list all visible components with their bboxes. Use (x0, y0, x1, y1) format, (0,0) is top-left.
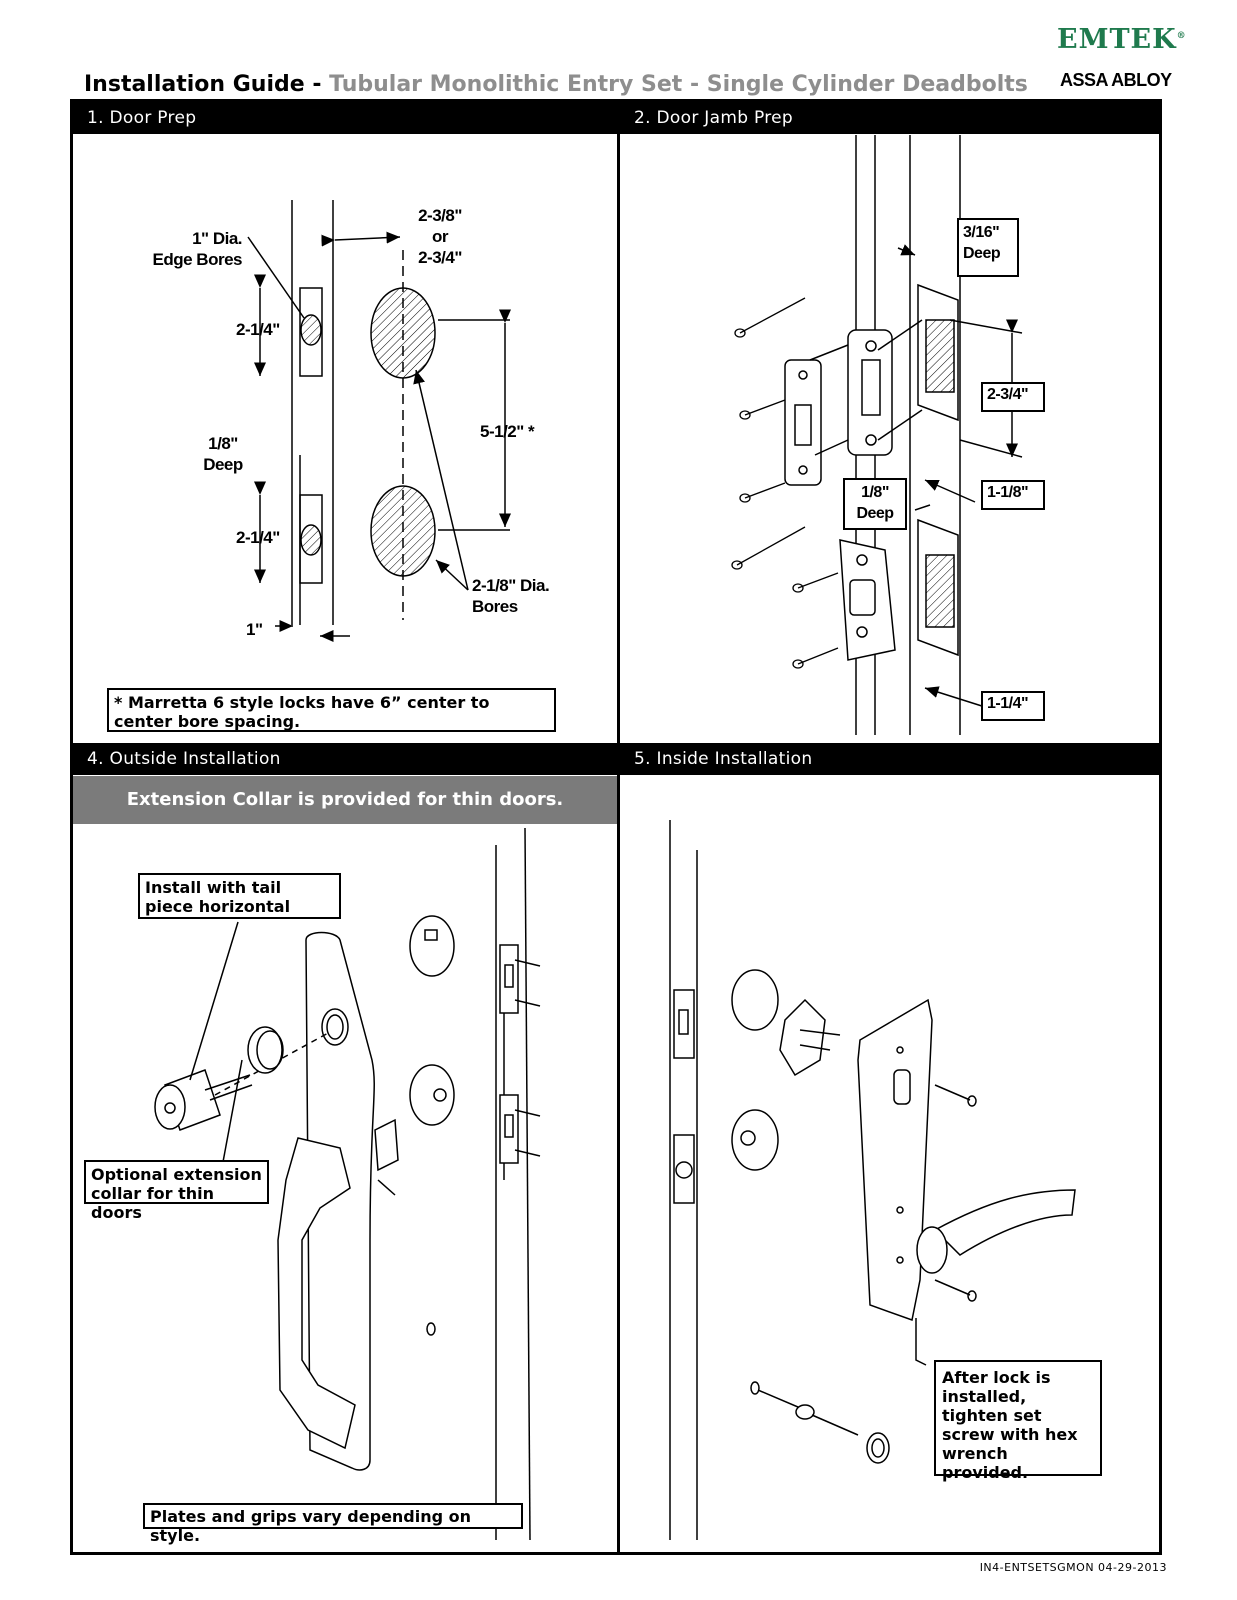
jamb-prep-drawing (731, 135, 1023, 735)
set-screw-note: After lock is installed, tighten set scr… (934, 1360, 1102, 1482)
face-bores-label: 2-1/8" Dia. Bores (472, 576, 550, 616)
edge-bores-label: 1" Dia. Edge Bores (152, 229, 243, 269)
guide-frame (70, 99, 1162, 1555)
door-prep-drawing (247, 200, 511, 642)
page-title: Installation Guide - Tubular Monolithic … (84, 72, 1028, 97)
section-inside-header: 5. Inside Installation (620, 743, 1159, 775)
tail-piece-note: Install with tail piece horizontal (138, 873, 341, 919)
backset-label: 2-3/8" or 2-3/4" (418, 206, 462, 267)
outside-installation-drawing (154, 827, 541, 1541)
document-code: IN4-ENTSETSGMON 04-29-2013 (979, 1561, 1167, 1574)
marretta-note: * Marretta 6 style locks have 6” center … (107, 688, 556, 732)
inside-installation-drawing (669, 820, 1076, 1540)
section-door-prep-header: 1. Door Prep (73, 102, 617, 134)
bore-spacing-label: 5-1/2" * (480, 422, 535, 441)
lower-offset-label: 1-1/4" (981, 691, 1045, 721)
style-variation-note: Plates and grips vary depending on style… (143, 1503, 523, 1545)
lower-mortise-height-label: 2-1/4" (236, 528, 280, 547)
emtek-logo: EMTEK® (1057, 24, 1187, 55)
strike-height-label: 2-3/4" (981, 382, 1045, 412)
mortise-depth-label: 1/8" Deep (203, 434, 243, 474)
section-jamb-prep-header: 2. Door Jamb Prep (620, 102, 1159, 134)
assa-abloy-logo: ASSA ABLOY (1060, 70, 1172, 90)
column-divider (617, 99, 620, 1555)
extension-collar-banner: Extension Collar is provided for thin do… (73, 776, 617, 824)
upper-offset-label: 1-1/8" (981, 480, 1045, 510)
upper-mortise-height-label: 2-1/4" (236, 320, 280, 339)
mortise-width-label: 1" (246, 620, 263, 639)
extension-collar-note: Optional extension collar for thin doors (84, 1160, 269, 1222)
strike-depth-label: 3/16" Deep (957, 218, 1019, 277)
latch-depth-label: 1/8" Deep (843, 478, 907, 530)
section-outside-header: 4. Outside Installation (73, 743, 617, 775)
